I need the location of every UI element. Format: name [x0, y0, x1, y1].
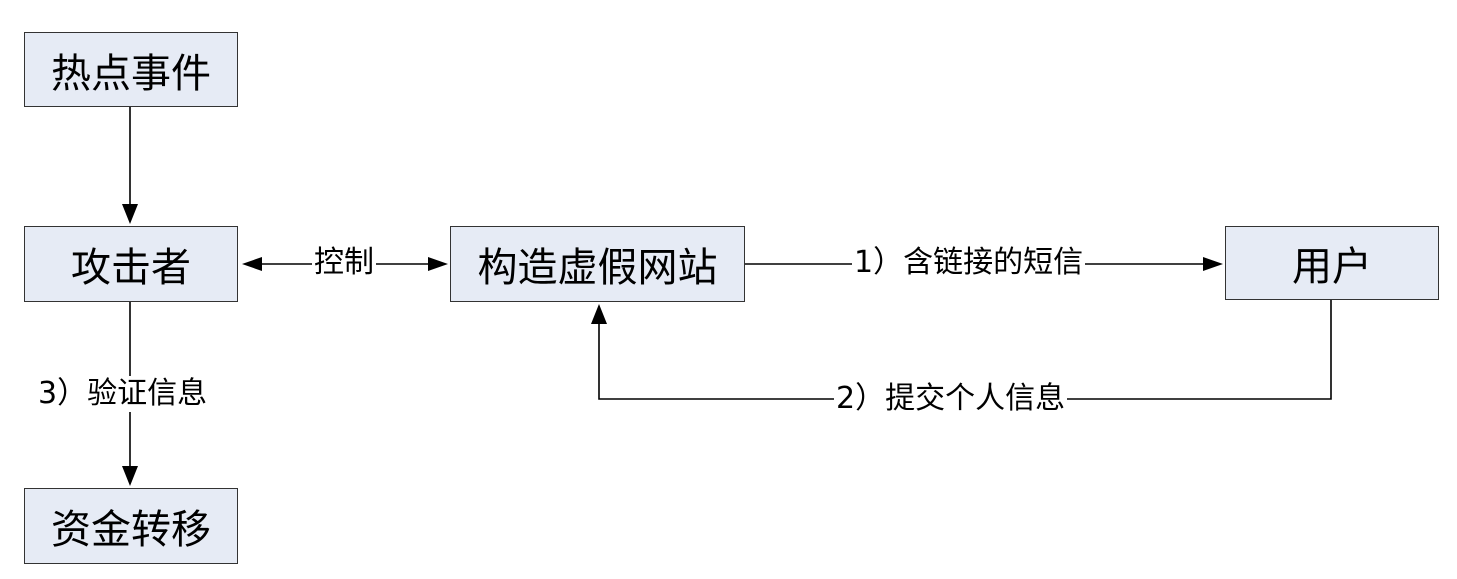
arrowhead-right-user — [1203, 257, 1223, 271]
label-verify-info: 3）验证信息 — [36, 376, 210, 412]
arrowhead-right-fake-site — [428, 257, 448, 271]
label-submit-info: 2）提交个人信息 — [834, 381, 1068, 417]
node-fund-transfer: 资金转移 — [24, 488, 238, 564]
arrowhead-down-attacker — [122, 204, 138, 224]
node-attacker: 攻击者 — [24, 226, 238, 302]
arrowhead-down-fund-transfer — [122, 466, 138, 486]
arrowhead-left-attacker — [242, 257, 262, 271]
label-sms-with-link: 1）含链接的短信 — [852, 245, 1086, 281]
arrowhead-up-fake-site — [591, 304, 607, 324]
node-hot-event: 热点事件 — [24, 32, 238, 107]
node-user: 用户 — [1225, 226, 1439, 300]
node-fake-site: 构造虚假网站 — [450, 226, 745, 302]
label-control: 控制 — [312, 245, 376, 281]
